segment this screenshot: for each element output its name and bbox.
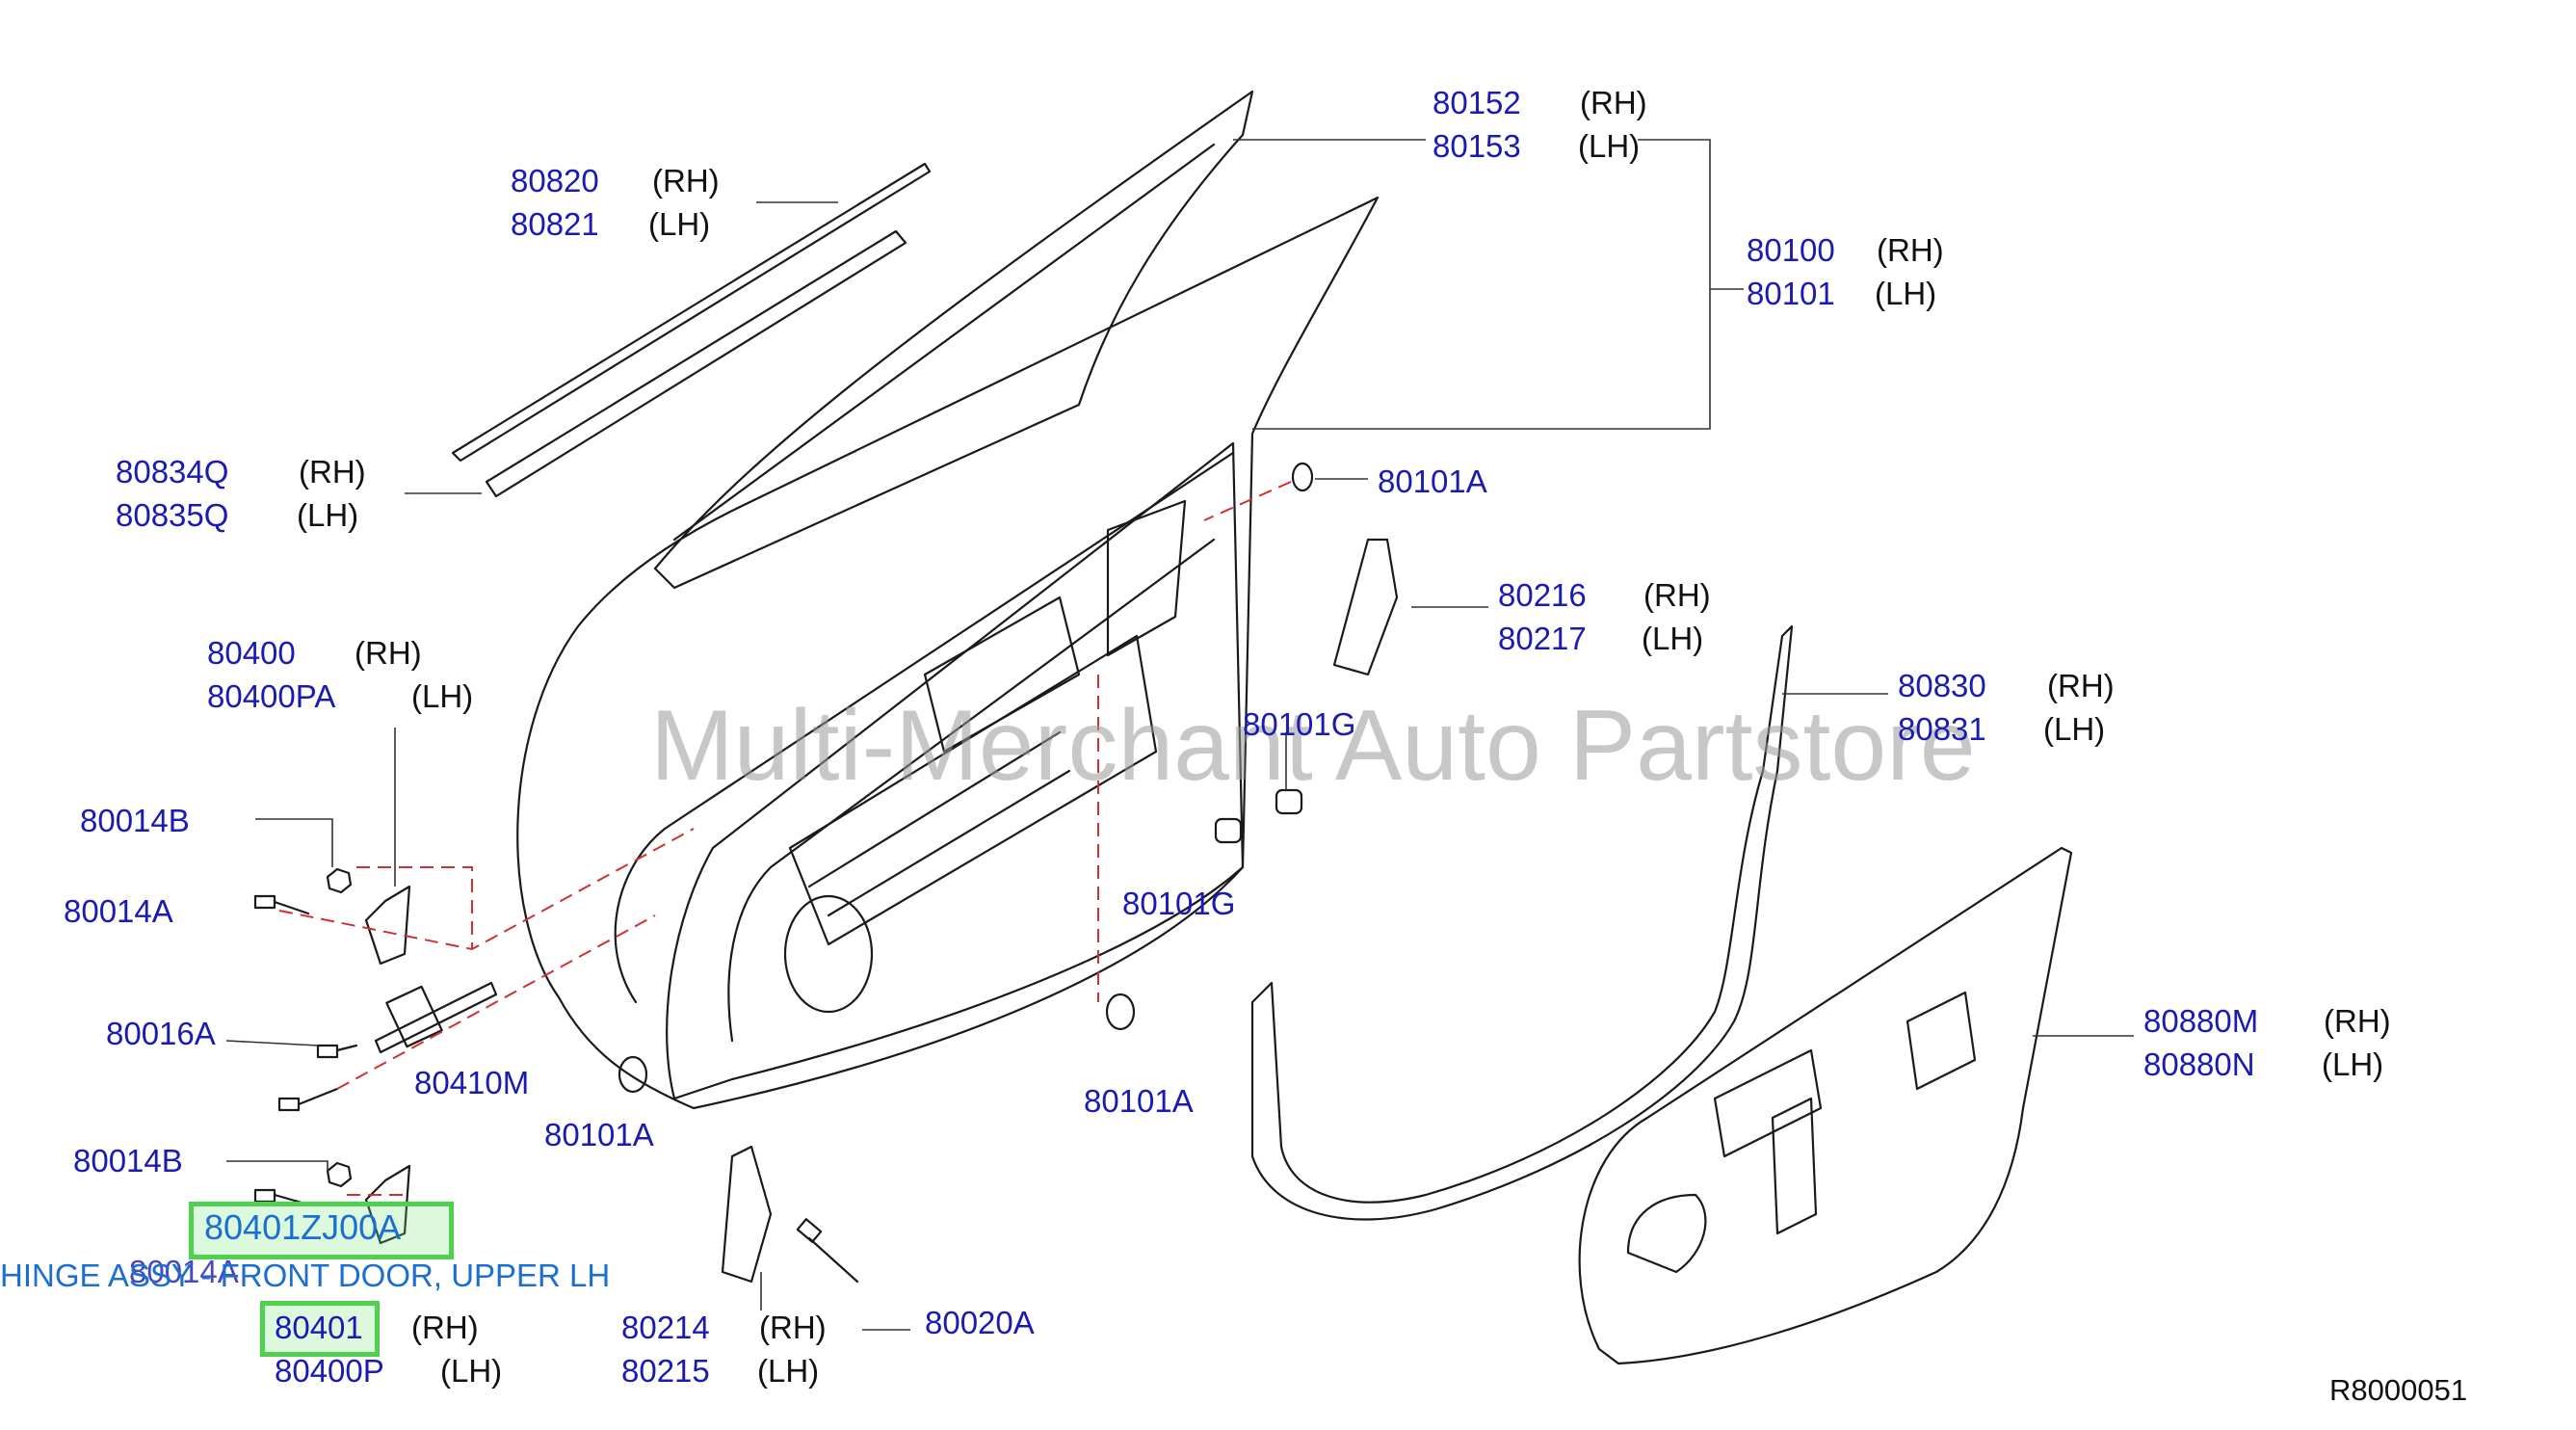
callout-side: (RH) bbox=[2047, 668, 2115, 703]
door-shell bbox=[516, 196, 1380, 1110]
callout-part-80101A[interactable]: 80101A bbox=[544, 1117, 654, 1152]
callout-side: (RH) bbox=[1877, 232, 1944, 268]
callout-part-80014B[interactable]: 80014B bbox=[80, 803, 190, 838]
callout-part-80400[interactable]: 80400 bbox=[207, 635, 296, 671]
callout-part-80835Q[interactable]: 80835Q bbox=[116, 497, 229, 533]
callout-part-80020A[interactable]: 80020A bbox=[925, 1305, 1035, 1340]
callout-side: (LH) bbox=[648, 206, 711, 242]
door-check bbox=[374, 981, 498, 1054]
callout-part-80410M[interactable]: 80410M bbox=[414, 1065, 530, 1100]
callout-part-80880N[interactable]: 80880N bbox=[2143, 1046, 2255, 1082]
striker-lower bbox=[721, 1145, 773, 1284]
callout-side: (LH) bbox=[1578, 128, 1641, 164]
callout-part-80831[interactable]: 80831 bbox=[1898, 711, 1986, 747]
callout-side: (LH) bbox=[2043, 711, 2106, 747]
callout-side: (LH) bbox=[1875, 276, 1937, 311]
reference-code: R8000051 bbox=[2329, 1373, 2468, 1407]
highlight-box-80401[interactable] bbox=[260, 1301, 380, 1357]
callout-part-80880M[interactable]: 80880M bbox=[2143, 1003, 2259, 1039]
callout-side: (LH) bbox=[440, 1353, 503, 1389]
callout-part-80016A[interactable]: 80016A bbox=[106, 1016, 216, 1051]
callout-part-80216[interactable]: 80216 bbox=[1498, 577, 1587, 613]
inner-frame bbox=[666, 441, 1245, 1100]
callout-side: (RH) bbox=[759, 1310, 827, 1345]
callout-part-80820[interactable]: 80820 bbox=[511, 163, 599, 199]
callout-side: (RH) bbox=[299, 454, 366, 490]
glass-run-outer bbox=[451, 162, 932, 463]
callout-part-80400PA[interactable]: 80400PA bbox=[207, 678, 336, 714]
door-trim-panel bbox=[1578, 846, 2073, 1365]
callout-part-80100[interactable]: 80100 bbox=[1747, 232, 1835, 268]
striker-upper bbox=[1332, 538, 1399, 676]
door-glass bbox=[653, 90, 1254, 590]
callout-part-80101[interactable]: 80101 bbox=[1747, 276, 1835, 311]
callout-part-80400P[interactable]: 80400P bbox=[275, 1353, 384, 1389]
callout-part-80014B[interactable]: 80014B bbox=[73, 1143, 183, 1178]
callout-side: (LH) bbox=[297, 497, 359, 533]
callout-side: (RH) bbox=[652, 163, 720, 199]
callout-part-80101A[interactable]: 80101A bbox=[1378, 463, 1487, 499]
callout-side: (LH) bbox=[757, 1353, 820, 1389]
highlight-box-part-number[interactable] bbox=[189, 1202, 454, 1259]
callout-part-80830[interactable]: 80830 bbox=[1898, 668, 1986, 703]
callout-part-80014A[interactable]: 80014A bbox=[129, 1254, 239, 1289]
callout-part-80101G[interactable]: 80101G bbox=[1122, 886, 1236, 921]
bolt-80020A bbox=[807, 1236, 859, 1284]
callout-part-80014A[interactable]: 80014A bbox=[64, 893, 173, 929]
callout-part-80821[interactable]: 80821 bbox=[511, 206, 599, 242]
callout-side: (RH) bbox=[1643, 577, 1711, 613]
callout-part-80101G[interactable]: 80101G bbox=[1243, 706, 1356, 742]
callout-part-80217[interactable]: 80217 bbox=[1498, 621, 1587, 656]
lower-hinge bbox=[364, 1164, 411, 1245]
weatherstrip bbox=[1250, 624, 1794, 1221]
callout-side: (LH) bbox=[411, 678, 474, 714]
callout-part-80215[interactable]: 80215 bbox=[621, 1353, 710, 1389]
callout-side: (LH) bbox=[1642, 621, 1704, 656]
callout-part-80214[interactable]: 80214 bbox=[621, 1310, 710, 1345]
watermark: Multi-Merchant Auto Partstore bbox=[650, 690, 1976, 802]
highlight-part-number[interactable]: 80401ZJ00A bbox=[204, 1207, 402, 1247]
upper-hinge bbox=[364, 885, 411, 966]
highlight-description: HINGE ASSY - FRONT DOOR, UPPER LH bbox=[0, 1258, 611, 1293]
callout-side: (RH) bbox=[2324, 1003, 2391, 1039]
callout-part-80401[interactable]: 80401 bbox=[275, 1310, 363, 1345]
callout-side: (LH) bbox=[2322, 1046, 2384, 1082]
callout-part-80152[interactable]: 80152 bbox=[1433, 85, 1521, 120]
glass-run-inner bbox=[485, 229, 907, 498]
callout-part-80834Q[interactable]: 80834Q bbox=[116, 454, 229, 490]
callout-side: (RH) bbox=[411, 1310, 479, 1345]
callout-part-80101A[interactable]: 80101A bbox=[1084, 1083, 1194, 1119]
callout-side: (RH) bbox=[1580, 85, 1647, 120]
callout-part-80153[interactable]: 80153 bbox=[1433, 128, 1521, 164]
callout-side: (RH) bbox=[355, 635, 422, 671]
